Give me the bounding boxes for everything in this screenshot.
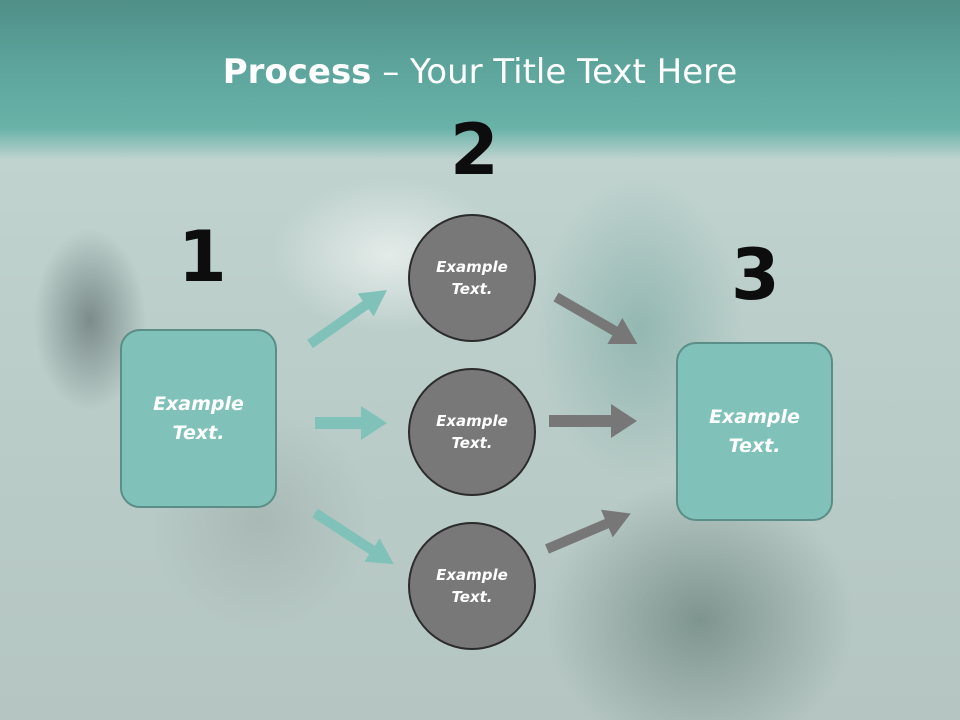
step-2-circle-middle[interactable]: Example Text. <box>408 368 536 496</box>
gray-arrow-right[interactable] <box>549 404 637 438</box>
step-1-text: Example Text. <box>153 393 244 444</box>
teal-arrow-up[interactable] <box>302 279 395 356</box>
step-number-3: 3 <box>731 234 780 316</box>
title-band <box>0 0 960 160</box>
step-2-circle-bottom[interactable]: Example Text. <box>408 522 536 650</box>
step-number-1: 1 <box>178 216 227 298</box>
step-2-circle-top[interactable]: Example Text. <box>408 214 536 342</box>
title-bold: Process <box>222 52 372 92</box>
teal-arrow-down[interactable] <box>307 501 401 576</box>
step-3-box[interactable]: Example Text. <box>676 342 833 521</box>
gray-arrow-up[interactable] <box>541 500 636 563</box>
step-number-2: 2 <box>450 109 499 191</box>
step-2-circle-top-text: Example Text. <box>436 257 508 299</box>
step-1-box[interactable]: Example Text. <box>120 329 277 508</box>
step-3-text: Example Text. <box>709 406 800 457</box>
step-2-circle-bottom-text: Example Text. <box>436 565 508 607</box>
gray-arrow-down[interactable] <box>549 284 645 357</box>
step-2-circle-middle-text: Example Text. <box>436 411 508 453</box>
teal-arrow-right[interactable] <box>315 406 387 440</box>
slide-title[interactable]: Process – Your Title Text Here <box>0 52 960 92</box>
title-rest: – Your Title Text Here <box>371 52 738 92</box>
